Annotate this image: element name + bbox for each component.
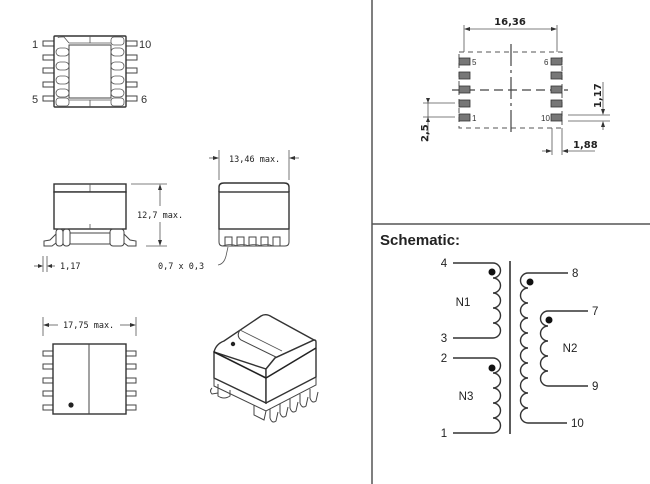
winding-n2-label: N2 [563,343,578,355]
winding-n1: 4 3 N1 [441,258,502,345]
pin-2-label: 2 [441,353,447,365]
lead-width-dimension: 1,17 [60,262,80,272]
pin-4-label: 4 [441,258,448,270]
pin-1-label: 1 [441,428,447,440]
footprint-pads-right [550,57,563,122]
footprint-pin-10: 10 [541,114,550,123]
lead-size-dimension: 0,7 x 0,3 [158,262,204,272]
pin1-dot [68,402,74,408]
top-view-body [53,35,127,108]
schematic-title: Schematic: [380,232,460,249]
pin-label-1: 1 [32,39,38,51]
winding-n3-name: N3 [459,391,474,403]
winding-n1-label: N1 [456,297,471,309]
footprint-pitch-dimension: 2,5 [420,124,431,142]
footprint-width-dimension: 16,36 [494,17,526,28]
footprint-pad-height-dimension: 1,17 [593,83,604,108]
end-view-body [218,191,290,230]
width-dimension: 13,46 max. [229,155,280,165]
footprint-pad-width-dimension: 1,88 [573,140,598,151]
side-view-body [53,191,127,230]
footprint-pads-left [458,57,471,122]
pin-label-10: 10 [139,39,151,51]
footprint: 16,36 5 6 1 10 2,5 [420,17,610,155]
pin-label-6: 6 [141,94,147,106]
top-view-leads-left [42,40,55,102]
pin-3-label: 3 [441,333,447,345]
pin-label-5: 5 [32,94,38,106]
schematic: Schematic: 4 3 N1 2 1 N2 N3 [380,232,598,440]
length-dimension: 17,75 max. [63,321,114,331]
footprint-pin-1: 1 [472,114,477,123]
winding-n2: 7 9 N2 [539,306,598,393]
bottom-view: 17,75 max. [42,317,137,415]
top-view-leads-right [125,40,138,102]
pin-9-label: 9 [592,381,598,393]
top-view: 1 10 5 6 [32,35,151,108]
pin-7-label: 7 [592,306,598,318]
side-view: 12,7 max. 1,17 [34,183,183,272]
polarity-dot-secondary [526,278,534,286]
polarity-dot-n3 [488,364,496,372]
footprint-pin-5: 5 [472,58,477,67]
end-view: 13,46 max. 0,7 x 0,3 [158,150,299,272]
winding-secondary-outer: 8 10 [519,268,584,430]
winding-n3: 2 1 N2 N3 [441,353,502,440]
pin-8-label: 8 [572,268,578,280]
pin-10-label: 10 [571,418,584,430]
height-dimension: 12,7 max. [137,211,183,221]
footprint-pin-6: 6 [544,58,549,67]
polarity-dot-n2 [545,316,553,324]
isometric-view [210,314,319,423]
polarity-dot-n1 [488,268,496,276]
top-view-window [68,44,112,99]
